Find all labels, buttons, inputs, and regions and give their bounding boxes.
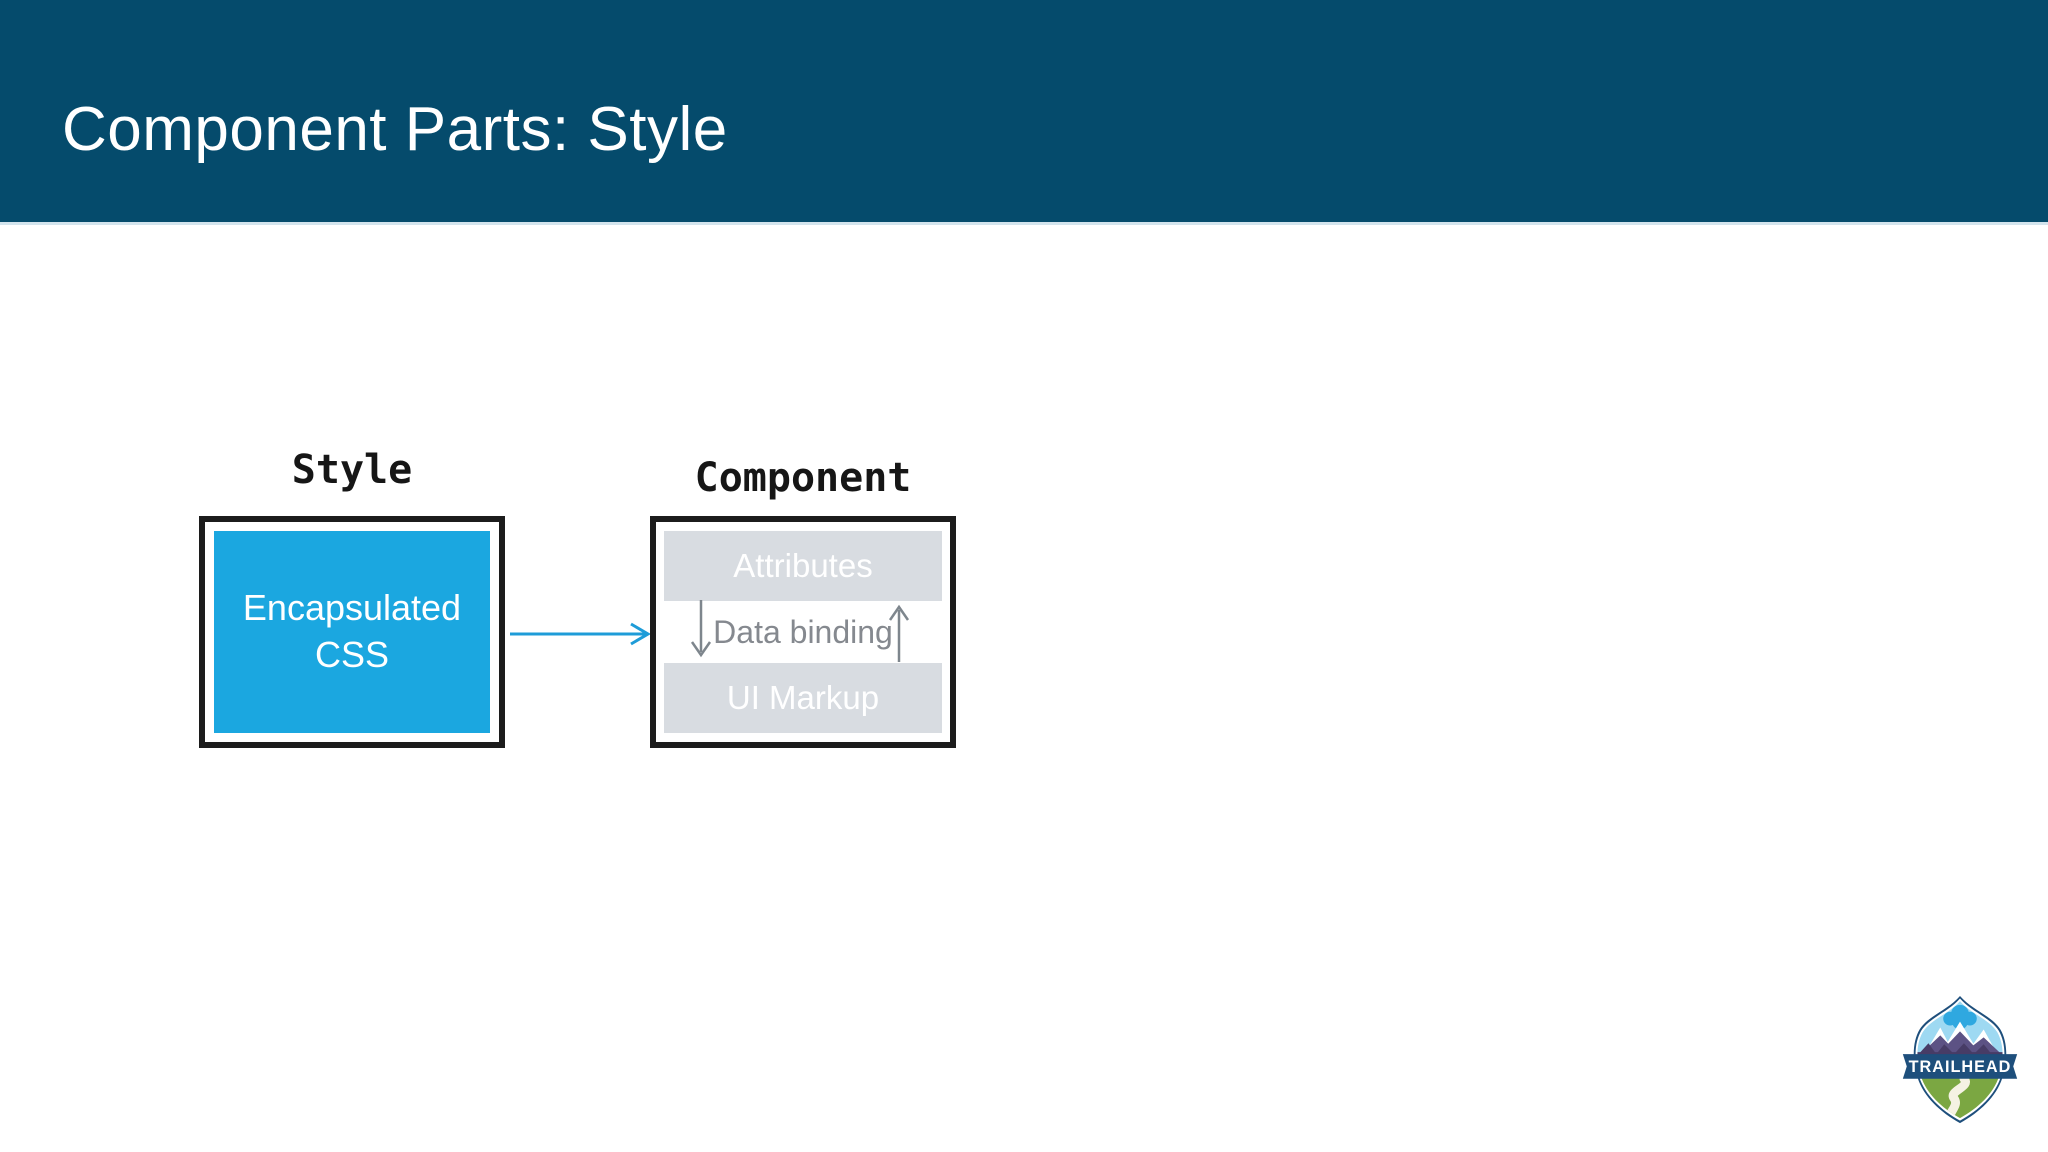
component-box-label: Component [694, 455, 912, 501]
style-box-label: Style [291, 447, 413, 493]
cloud-icon [1943, 1004, 1977, 1030]
arrow-up-icon [888, 604, 910, 662]
encapsulated-css-label: Encapsulated CSS [242, 587, 462, 675]
trailhead-logo: TRAILHEAD [1902, 995, 2018, 1124]
data-binding-label: Data binding [713, 613, 893, 650]
ui-markup-bar: UI Markup [664, 663, 942, 733]
slide-header: Component Parts: Style [0, 0, 2048, 225]
arrow-down-icon [690, 600, 712, 658]
trailhead-banner-text: TRAILHEAD [1909, 1058, 2012, 1076]
page-title: Component Parts: Style [62, 95, 728, 164]
mountains-icon [1917, 1021, 2003, 1057]
attributes-label: Attributes [733, 547, 873, 584]
encapsulated-css-box: Encapsulated CSS [214, 531, 490, 733]
component-box: Attributes Data binding UI Markup [650, 516, 956, 748]
trailhead-banner [1902, 1054, 2018, 1079]
style-to-component-arrow-icon [510, 622, 651, 646]
style-box: Encapsulated CSS [199, 516, 505, 748]
attributes-bar: Attributes [664, 531, 942, 601]
data-binding-row: Data binding [664, 600, 942, 662]
ui-markup-label: UI Markup [726, 679, 880, 716]
trail-path-icon [1943, 1074, 1970, 1119]
